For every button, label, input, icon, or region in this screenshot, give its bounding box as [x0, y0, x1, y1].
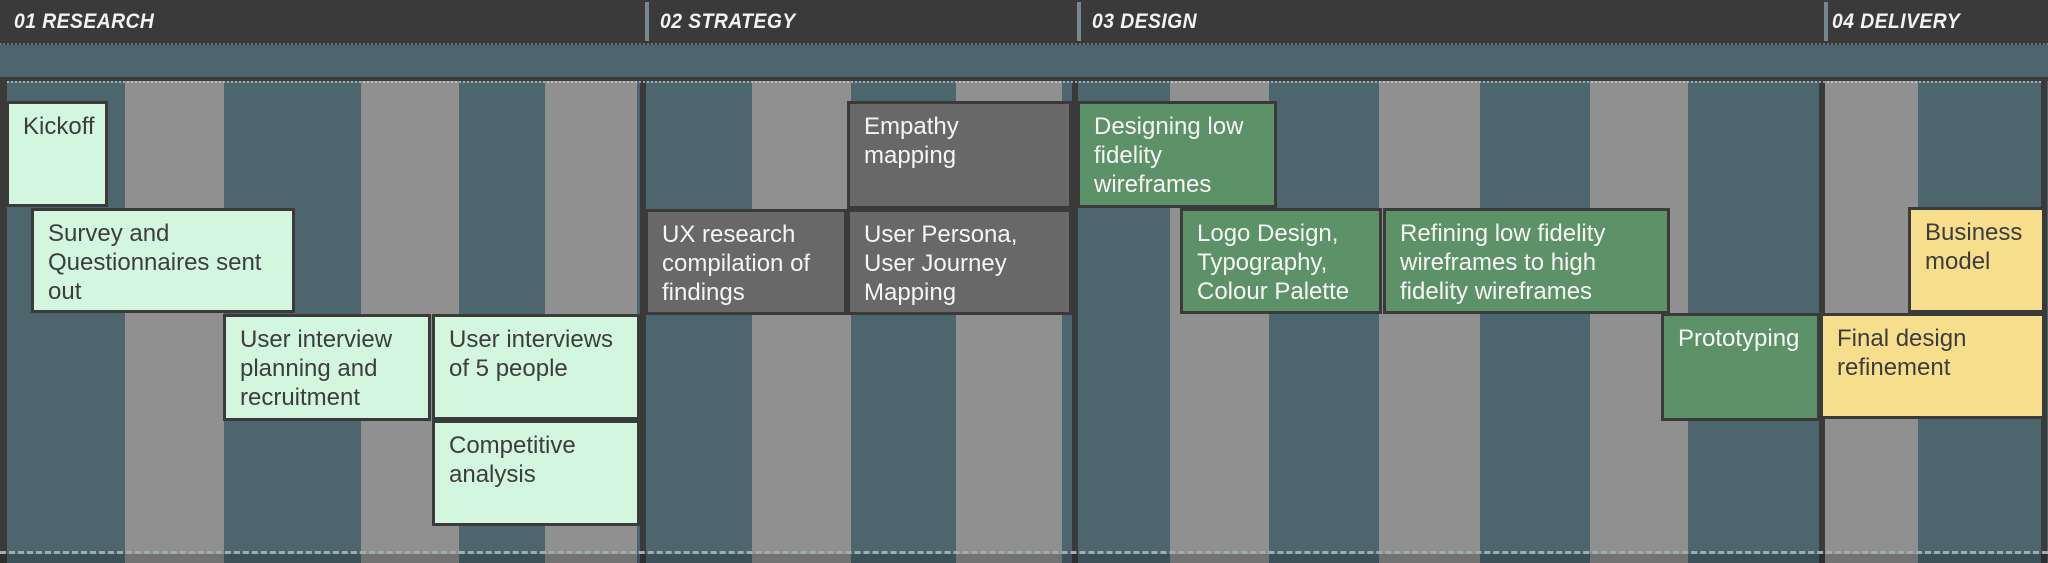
phase-divider [1072, 77, 1078, 563]
column-stripe [752, 77, 851, 563]
task-block[interactable]: Final design refinement [1820, 313, 2045, 419]
header-divider [1824, 2, 1828, 41]
task-label: User interviews of 5 people [449, 326, 614, 382]
task-block[interactable]: Logo Design, Typography, Colour Palette [1180, 208, 1382, 314]
task-label: Refining low fidelity wireframes to high… [1400, 220, 1606, 305]
header-divider [1077, 2, 1081, 41]
task-label: Survey and Questionnaires sent out [48, 220, 262, 305]
chart-border-left [0, 77, 7, 563]
column-stripe [125, 77, 224, 563]
chart-border-top [0, 77, 2048, 81]
task-block[interactable]: User Persona, User Journey Mapping [847, 209, 1072, 315]
task-block[interactable]: Prototyping [1661, 313, 1820, 421]
task-block[interactable]: User interview planning and recruitment [223, 314, 431, 421]
task-label: User Persona, User Journey Mapping [864, 221, 1018, 306]
task-block[interactable]: Designing low fidelity wireframes [1077, 101, 1277, 208]
task-label: Designing low fidelity wireframes [1094, 113, 1244, 198]
task-block[interactable]: Business model [1908, 207, 2045, 313]
task-block[interactable]: Competitive analysis [432, 420, 640, 526]
task-label: Empathy mapping [864, 113, 959, 169]
dotted-grid-line [7, 81, 2041, 83]
dashed-bottom-line [0, 551, 2048, 554]
task-block[interactable]: Survey and Questionnaires sent out [31, 208, 295, 313]
phase-divider [640, 77, 646, 563]
phase-label-04-delivery: 04 DELIVERY [1832, 9, 1961, 33]
column-stripe [1379, 77, 1480, 563]
task-label: Kickoff [23, 113, 95, 140]
task-block[interactable]: Empathy mapping [847, 101, 1072, 209]
task-block[interactable]: Kickoff [6, 101, 108, 207]
task-label: UX research compilation of findings [662, 221, 811, 306]
task-label: Business model [1925, 219, 2023, 275]
phase-label-01-research: 01 RESEARCH [14, 9, 155, 33]
task-block[interactable]: UX research compilation of findings [645, 209, 847, 315]
task-block[interactable]: Refining low fidelity wireframes to high… [1383, 208, 1670, 314]
task-label: Final design refinement [1837, 325, 1967, 381]
phase-label-03-design: 03 DESIGN [1092, 9, 1198, 33]
header-divider [645, 2, 649, 41]
bottom-shade [0, 554, 2048, 563]
task-label: Competitive analysis [449, 432, 576, 488]
task-block[interactable]: User interviews of 5 people [432, 314, 640, 420]
task-label: Logo Design, Typography, Colour Palette [1197, 220, 1350, 305]
task-label: User interview planning and recruitment [240, 326, 393, 411]
phase-header-bar: 01 RESEARCH 02 STRATEGY 03 DESIGN 04 DELIVE… [0, 0, 2048, 45]
phase-label-02-strategy: 02 STRATEGY [660, 9, 796, 33]
task-label: Prototyping [1678, 325, 1800, 352]
